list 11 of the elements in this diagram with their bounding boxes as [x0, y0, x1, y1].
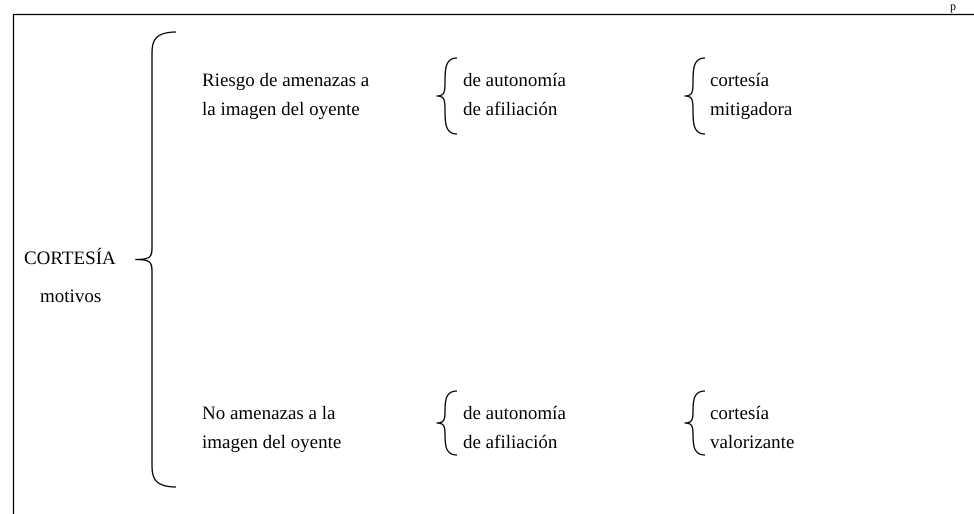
- main-term: CORTESÍA: [24, 246, 117, 271]
- subcategory-label: de autonomía: [463, 69, 567, 93]
- subcategory-label: de afiliación: [463, 98, 558, 122]
- category-label: No amenazas a la imagen del oyente: [202, 402, 342, 455]
- result-label: cortesía valorizante: [710, 402, 796, 455]
- subcategory-label: de autonomía: [463, 402, 567, 426]
- subcategory-label: de afiliación: [463, 431, 558, 455]
- subtitle-label: motivos: [40, 285, 102, 309]
- category-label: Riesgo de amenazas a la imagen del oyente: [202, 69, 370, 122]
- result-label: cortesía mitigadora: [710, 69, 794, 122]
- page-text-fragment: p: [950, 0, 957, 13]
